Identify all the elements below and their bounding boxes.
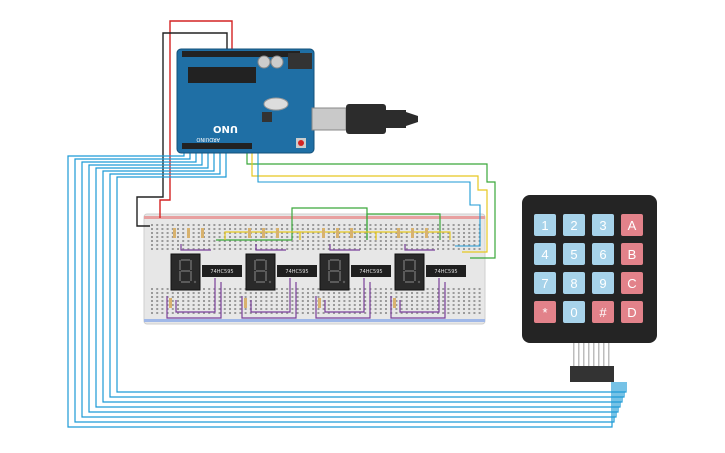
keypad-key[interactable]: 5 xyxy=(563,243,585,265)
keypad-key-label: 3 xyxy=(599,218,606,233)
wire[interactable] xyxy=(246,150,496,259)
keypad-key[interactable]: 3 xyxy=(592,214,614,236)
digital-header[interactable] xyxy=(182,51,300,57)
keypad-key-label: 8 xyxy=(570,276,577,291)
resistor[interactable] xyxy=(318,298,321,308)
keypad-key[interactable]: 2 xyxy=(563,214,585,236)
keypad-key-label: 7 xyxy=(541,276,548,291)
wire[interactable] xyxy=(390,244,446,319)
ic-label: 74HC595 xyxy=(359,269,382,275)
keypad-key-label: 0 xyxy=(570,305,577,320)
resistor[interactable] xyxy=(425,228,428,238)
wires xyxy=(67,20,627,428)
keypad-connector[interactable] xyxy=(570,366,614,382)
atmega-chip xyxy=(188,67,256,83)
keypad-key[interactable]: 8 xyxy=(563,272,585,294)
wire[interactable] xyxy=(109,150,625,398)
power-jack[interactable] xyxy=(288,53,312,69)
keypad-key-label: 2 xyxy=(570,218,577,233)
resistor[interactable] xyxy=(411,228,414,238)
seven-segment-display[interactable] xyxy=(170,253,201,291)
keypad-key[interactable]: # xyxy=(592,301,614,323)
wire[interactable] xyxy=(315,244,371,319)
arduino-uno[interactable]: UNO ARDUINO xyxy=(176,48,418,154)
wire[interactable] xyxy=(166,244,222,319)
wire[interactable] xyxy=(241,244,297,319)
resistor[interactable] xyxy=(201,228,204,238)
shift-register-ic[interactable]: 74HC595 xyxy=(202,265,242,277)
keypad-key-label: C xyxy=(627,276,636,291)
ic-label: 74HC595 xyxy=(285,269,308,275)
keypad-key[interactable]: 7 xyxy=(534,272,556,294)
keypad-key[interactable]: C xyxy=(621,272,643,294)
keypad-4x4[interactable]: 1 2 3 A 4 5 6 B 7 8 9 C * 0 # D xyxy=(522,195,657,382)
wire[interactable] xyxy=(95,150,621,408)
analog-header[interactable] xyxy=(182,143,252,149)
resistor[interactable] xyxy=(393,298,396,308)
keypad-key-label: 9 xyxy=(599,276,606,291)
wire[interactable] xyxy=(251,150,488,253)
usb-port xyxy=(311,107,347,131)
resistor[interactable] xyxy=(350,228,353,238)
board-brand-text: ARDUINO xyxy=(196,136,220,142)
wire[interactable] xyxy=(366,213,441,240)
keypad-key-label: 6 xyxy=(599,247,606,262)
wire[interactable] xyxy=(102,150,623,403)
wire[interactable] xyxy=(159,20,233,218)
keypad-key-label: A xyxy=(628,218,637,233)
keypad-key[interactable]: 4 xyxy=(534,243,556,265)
display-modules: 74HC595 74HC595 74HC595 74HC595 xyxy=(166,228,466,319)
seven-segment-display[interactable] xyxy=(319,253,350,291)
keypad-key-label: * xyxy=(542,305,547,320)
usb-cable-plug[interactable] xyxy=(346,104,386,134)
ic-label: 74HC595 xyxy=(434,269,457,275)
resistor[interactable] xyxy=(276,228,279,238)
resistor[interactable] xyxy=(169,298,172,308)
keypad-key-label: B xyxy=(628,247,637,262)
resistor[interactable] xyxy=(262,228,265,238)
keypad-key-label: D xyxy=(627,305,636,320)
resistor[interactable] xyxy=(248,228,251,238)
keypad-key-label: # xyxy=(599,305,607,320)
wire[interactable] xyxy=(257,150,481,247)
resistor[interactable] xyxy=(322,228,325,238)
resistor[interactable] xyxy=(187,228,190,238)
board-model-text: UNO xyxy=(213,123,238,134)
keypad-key-label: 5 xyxy=(570,247,577,262)
keypad-key[interactable]: B xyxy=(621,243,643,265)
wire[interactable] xyxy=(116,150,627,393)
seven-segment-display[interactable] xyxy=(394,253,425,291)
wire[interactable] xyxy=(81,150,617,418)
keypad-key[interactable]: 0 xyxy=(563,301,585,323)
keypad-key[interactable]: D xyxy=(621,301,643,323)
keypad-key-label: 1 xyxy=(541,218,548,233)
wire[interactable] xyxy=(136,32,228,227)
shift-register-ic[interactable]: 74HC595 xyxy=(351,265,391,277)
resistor[interactable] xyxy=(336,228,339,238)
keypad-key-label: 4 xyxy=(541,247,548,262)
resistor[interactable] xyxy=(244,298,247,308)
seven-segment-display[interactable] xyxy=(245,253,276,291)
shift-register-ic[interactable]: 74HC595 xyxy=(277,265,317,277)
wire[interactable] xyxy=(74,150,615,423)
shift-register-ic[interactable]: 74HC595 xyxy=(426,265,466,277)
keypad-key[interactable]: 6 xyxy=(592,243,614,265)
keypad-key[interactable]: A xyxy=(621,214,643,236)
breadboard-holes xyxy=(151,224,481,314)
ic-label: 74HC595 xyxy=(210,269,233,275)
keypad-key[interactable]: * xyxy=(534,301,556,323)
keypad-key[interactable]: 1 xyxy=(534,214,556,236)
resistor[interactable] xyxy=(173,228,176,238)
resistor[interactable] xyxy=(397,228,400,238)
keypad-key[interactable]: 9 xyxy=(592,272,614,294)
wire[interactable] xyxy=(67,150,613,428)
